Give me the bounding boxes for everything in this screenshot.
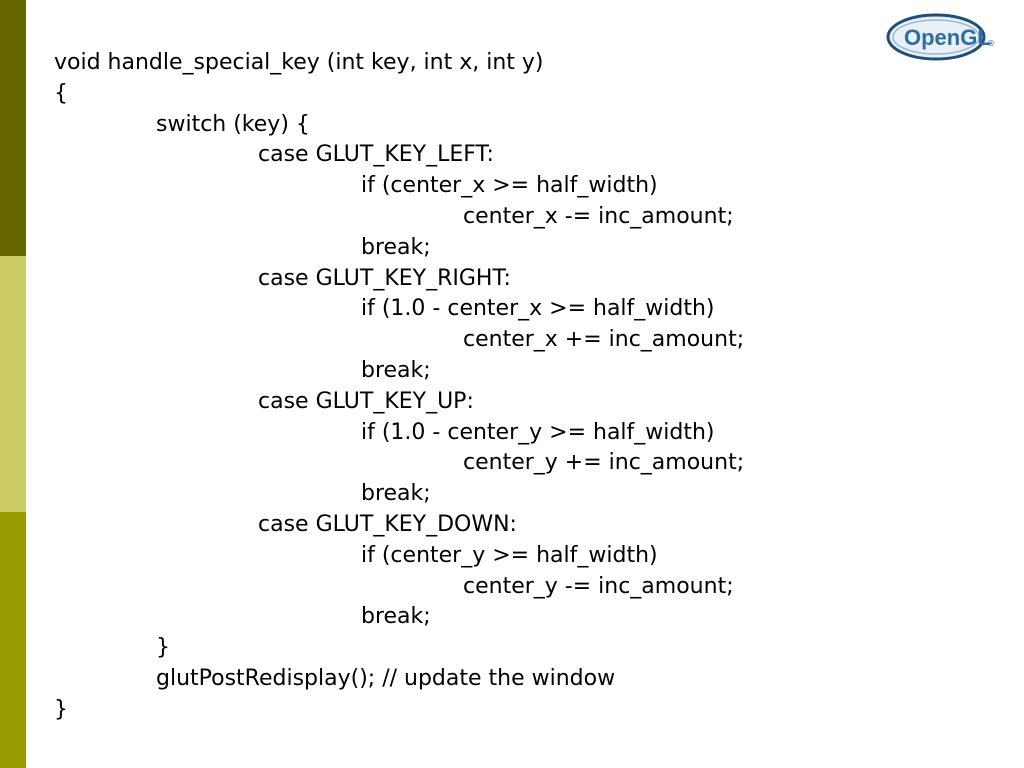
code-line: center_y -= inc_amount;	[463, 573, 734, 599]
code-listing: void handle_special_key (int key, int x,…	[54, 48, 994, 726]
sidebar-segment-bottom	[0, 512, 26, 768]
code-line: center_x -= inc_amount;	[463, 203, 734, 229]
code-line: if (center_y >= half_width)	[361, 542, 658, 568]
code-line: center_x += inc_amount;	[463, 327, 745, 353]
code-line: glutPostRedisplay(); // update the windo…	[156, 665, 616, 691]
code-line: break;	[361, 234, 431, 260]
code-line: if (1.0 - center_y >= half_width)	[361, 419, 715, 445]
code-line: break;	[361, 357, 431, 383]
code-line: {	[54, 80, 68, 106]
code-line: case GLUT_KEY_DOWN:	[258, 511, 517, 537]
code-line: case GLUT_KEY_UP:	[258, 388, 474, 414]
code-line: case GLUT_KEY_RIGHT:	[258, 265, 511, 291]
logo-text: OpenGL	[904, 25, 991, 50]
code-line: void handle_special_key (int key, int x,…	[54, 50, 544, 75]
code-line: }	[156, 635, 170, 661]
opengl-logo: OpenGL ®	[886, 12, 998, 62]
code-line: break;	[361, 604, 431, 630]
sidebar-accent-bar	[0, 0, 26, 768]
code-line: if (center_x >= half_width)	[361, 173, 658, 199]
code-line: break;	[361, 481, 431, 507]
code-line: if (1.0 - center_x >= half_width)	[361, 296, 715, 322]
sidebar-segment-top	[0, 0, 26, 256]
logo-registered-mark: ®	[987, 39, 995, 48]
sidebar-segment-middle	[0, 256, 26, 512]
code-line: center_y += inc_amount;	[463, 450, 745, 476]
code-line: case GLUT_KEY_LEFT:	[258, 142, 494, 168]
code-line: }	[54, 696, 68, 722]
code-line: switch (key) {	[156, 111, 310, 137]
